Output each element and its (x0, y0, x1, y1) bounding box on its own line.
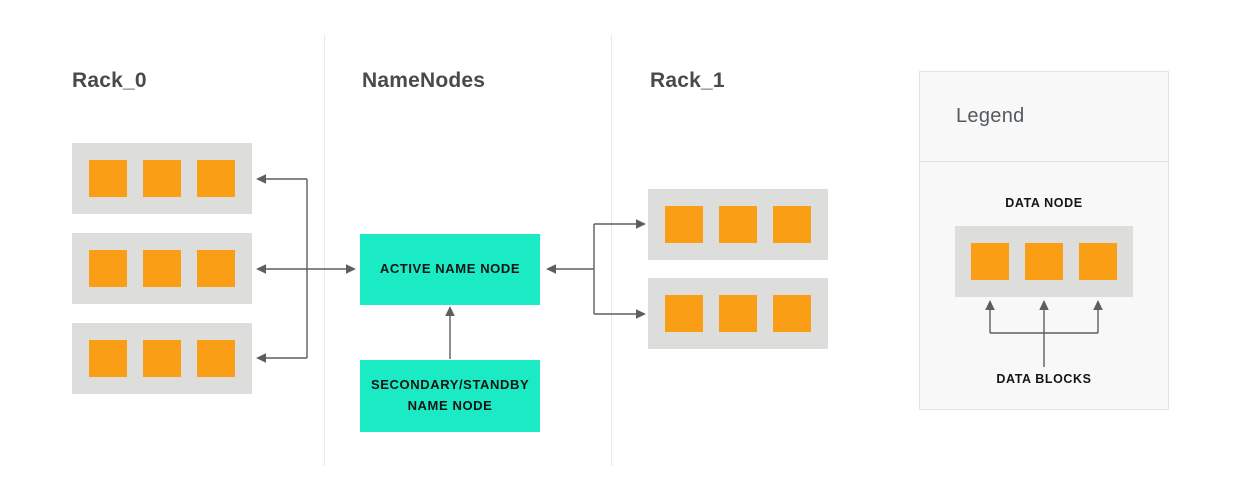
data-block (197, 250, 235, 287)
rack1-datanode-2 (648, 278, 828, 349)
legend-data-blocks-label: DATA BLOCKS (996, 372, 1092, 386)
legend-title: Legend (956, 105, 1025, 127)
active-namenode-box: ACTIVE NAME NODE (360, 234, 540, 305)
arrowhead-up-icon (445, 306, 455, 316)
data-block (89, 250, 127, 287)
data-block (719, 295, 757, 332)
arrowhead-left-icon (256, 174, 266, 184)
section-divider-left (324, 35, 325, 466)
data-block (1079, 243, 1117, 280)
legend-datanode-example (955, 226, 1133, 297)
data-block (197, 160, 235, 197)
data-block (89, 340, 127, 377)
data-block (665, 206, 703, 243)
arrowhead-left-icon (546, 264, 556, 274)
data-block (773, 206, 811, 243)
legend-header: Legend (920, 72, 1168, 162)
rack1-title: Rack_1 (650, 69, 725, 92)
data-block (143, 250, 181, 287)
namenodes-title: NameNodes (362, 69, 486, 92)
rack0-connector-arrows (256, 174, 356, 363)
data-block (143, 160, 181, 197)
arrowhead-right-icon (346, 264, 356, 274)
arrowhead-left-icon (256, 264, 266, 274)
active-namenode-label: ACTIVE NAME NODE (379, 261, 521, 277)
rack0-title: Rack_0 (72, 69, 147, 92)
secondary-namenode-label: SECONDARY/STANDBY NAME NODE (370, 377, 530, 413)
rack1-datanode-1 (648, 189, 828, 260)
rack0-datanode-3 (72, 323, 252, 394)
section-divider-right (611, 35, 612, 466)
data-block (197, 340, 235, 377)
data-block (773, 295, 811, 332)
rack0-datanode-1 (72, 143, 252, 214)
legend-data-node-label: DATA NODE (1005, 196, 1083, 210)
data-block (143, 340, 181, 377)
secondary-to-active-arrow (445, 306, 455, 359)
data-block (971, 243, 1009, 280)
data-block (89, 160, 127, 197)
rack0-datanode-2 (72, 233, 252, 304)
secondary-namenode-box: SECONDARY/STANDBY NAME NODE (360, 360, 540, 432)
rack1-connector-arrows (546, 219, 646, 319)
legend-panel: Legend DATA NODE DATA BLOCKS (919, 71, 1169, 410)
data-block (719, 206, 757, 243)
arrowhead-right-icon (636, 309, 646, 319)
data-block (1025, 243, 1063, 280)
arrowhead-right-icon (636, 219, 646, 229)
data-block (665, 295, 703, 332)
arrowhead-left-icon (256, 353, 266, 363)
